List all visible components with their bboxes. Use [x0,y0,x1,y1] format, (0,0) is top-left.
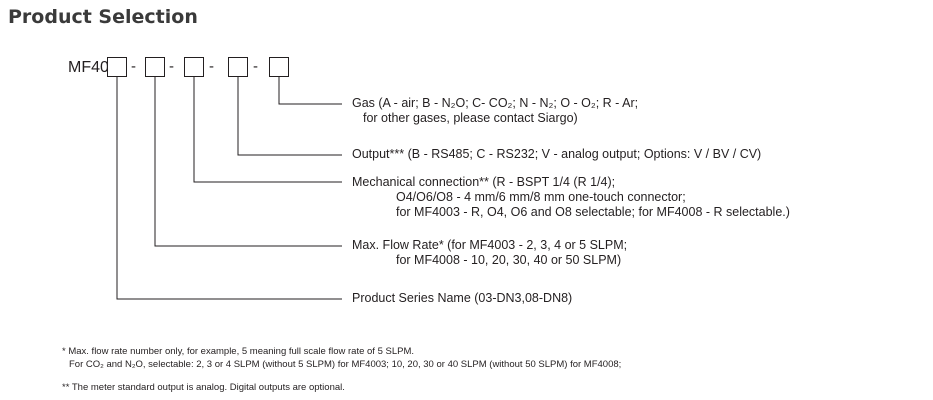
connector-line-flow [154,77,342,247]
connector-line-series [116,77,342,300]
code-box-gas[interactable] [269,57,289,77]
callout-mechanical-line1: Mechanical connection** (R - BSPT 1/4 (R… [352,175,616,189]
separator: - [131,58,136,75]
callout-output-line1: Output*** (B - RS485; C - RS232; V - ana… [352,147,762,161]
callout-gas-line2: for other gases, please contact Siargo) [363,111,578,125]
callout-gas: Gas (A - air; B - N₂O; C- CO₂; N - N₂; O… [352,96,638,126]
code-box-series[interactable] [107,57,127,77]
code-box-output[interactable] [228,57,248,77]
footnote-1-line2: For CO₂ and N₂O, selectable: 2, 3 or 4 S… [69,359,622,370]
code-box-flow-rate[interactable] [145,57,165,77]
callout-product-series: Product Series Name (03-DN3,08-DN8) [352,291,572,306]
callout-flow-line1: Max. Flow Rate* (for MF4003 - 2, 3, 4 or… [352,238,628,252]
callout-gas-line1: Gas (A - air; B - N₂O; C- CO₂; N - N₂; O… [352,96,639,110]
callout-output: Output*** (B - RS485; C - RS232; V - ana… [352,147,761,162]
callout-max-flow-rate: Max. Flow Rate* (for MF4003 - 2, 3, 4 or… [352,238,627,268]
model-prefix: MF40 [68,59,109,76]
code-box-mechanical-connection[interactable] [184,57,204,77]
connector-line-output [237,77,342,156]
separator: - [209,58,214,75]
footnote-1: * Max. flow rate number only, for exampl… [62,345,621,371]
callout-mechanical-line2: O4/O6/O8 - 4 mm/6 mm/8 mm one-touch conn… [396,190,686,204]
callout-mechanical-connection: Mechanical connection** (R - BSPT 1/4 (R… [352,175,790,220]
footnote-2: ** The meter standard output is analog. … [62,382,345,393]
connector-line-mechanical [193,77,342,183]
callout-mechanical-line3: for MF4003 - R, O4, O6 and O8 selectable… [396,205,790,219]
section-title: Product Selection [8,6,198,28]
callout-flow-line2: for MF4008 - 10, 20, 30, 40 or 50 SLPM) [396,253,622,267]
connector-line-gas [278,77,342,105]
separator: - [169,58,174,75]
footnote-1-line1: * Max. flow rate number only, for exampl… [62,346,415,357]
callout-series-line1: Product Series Name (03-DN3,08-DN8) [352,291,573,305]
separator: - [253,58,258,75]
